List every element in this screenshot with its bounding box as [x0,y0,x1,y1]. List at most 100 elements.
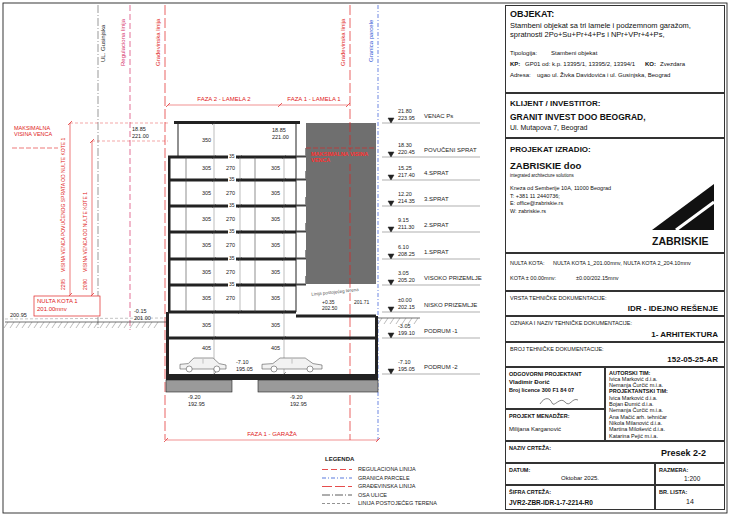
elevation-label: 192.95 [188,401,205,407]
cell-text: Martina Milošević d.i.a. [609,426,665,432]
level-elevation: 9.15 [398,217,409,223]
elevation-label: 195.05 [236,366,253,372]
note-label: VISINA VENCA OD NULTE KOTE 1 [83,192,89,272]
title-block-cell: KLIJENT / INVESTITOR:GRANIT INVEST DOO B… [505,93,725,138]
dimension-line [168,105,348,106]
cell-text: Tipologija: [510,50,537,57]
dimension-label: 305 [271,295,280,301]
ground-hatch [70,322,74,328]
ground-hatch [40,322,44,328]
title-block-cell: DATUM:Oktobar 2025. [505,463,655,485]
level-absolute: 195.05 [398,366,415,372]
dimension-line [284,157,285,374]
title-block-cell: AUTORSKI TIM:Ivica Marković d.i.a.Nemanj… [605,367,725,441]
cell-text: Bojan Đumić d.i.a. [609,401,654,407]
level-name: 3.SPRAT [424,196,449,203]
ground-hatch [384,318,388,324]
car-wheel [214,366,220,372]
line-label: Građevinska linija [340,19,347,66]
dimension-tick [238,283,242,287]
balcony-slab [296,205,306,207]
dimension-label: 35 [228,229,236,235]
title-block-cell: NAZIV CRTEŽA:Presek 2-2 [505,441,725,463]
ground-hatch [22,322,26,328]
ground-hatch [34,322,38,328]
cell-text: BR. LISTA: [659,489,687,495]
dimension-tick [90,139,94,143]
cell-text: Stambeni objekat [551,50,597,57]
title-block-cell: ODGOVORNI PROJEKTANTVladimir ĐorićBroj l… [505,367,605,409]
cell-text: W: zabriskie.rs [510,208,546,214]
dimension-label: 305 [271,216,280,222]
ground-line [378,318,420,319]
building-line [165,5,166,440]
phase-label: FAZA 1 - LAMELA 1 [287,96,340,103]
dimension-label: 305 [202,165,211,171]
dimension-tick [282,155,286,159]
dimension-tick [212,230,216,234]
cell-text: 152-05-25-AR [667,355,718,364]
zero-level-box [34,296,100,316]
ground-hatch [64,322,68,328]
ground-line [5,322,166,323]
title-block-cell: OZNAKA I NAZIV TEHNIČKE DOKUMENTACIJE:1-… [505,316,725,342]
legend-text: GRAĐEVINSKA LINIJA [358,483,415,489]
penthouse-outline [178,123,296,157]
ground-hatch [148,322,152,328]
cell-text: Stambeni objekat sa tri lamele i podzemn… [510,22,720,40]
cell-text: Ivica Marković d.i.a. [609,395,657,401]
dimension-tick [376,438,380,442]
level-line [382,259,480,260]
cell-text: KP: [510,61,520,68]
level-name: VENAC Ps [424,113,453,120]
elevation-label: 221.00 [272,134,289,140]
level-marker [388,280,394,285]
line-label: Regulaciona linija [120,19,127,66]
level-line [382,338,480,339]
cell-text: NULTA KOTA 1_201.00mnv, NULTA KOTA 2_204… [553,260,691,266]
line-label: Granica parcele [368,20,375,62]
elevation-label: -9.20 [290,394,303,400]
terrain-label: Linija postojećeg terena [310,287,360,297]
dimension-label: 305 [202,322,211,328]
street-axis [98,5,99,330]
cell-text: OBJEKAT: [510,9,554,20]
dimension-label: 35 [228,154,236,160]
elevation-label: -7.10 [236,359,249,365]
level-elevation: -3.05 [398,323,411,329]
outer-wall [168,157,171,312]
level-marker [388,201,394,206]
elevation-label: +0.35 [322,300,335,306]
basement-wall [375,316,378,380]
cell-text: ZABRISKIE doo [510,160,581,171]
title-block-cell: ŠIFRA CRTEŽA:JVR2-ZBR-IDR-1-7-2214-R0 [505,485,655,510]
legend-sample [322,503,352,504]
dimension-label: 35 [228,256,236,262]
dimension-tick [282,336,286,340]
dimension-label: 270 [226,295,235,301]
cell-text: Ul. Mutapova 7, Beograd [510,124,587,132]
ground-hatch [88,322,92,328]
dimension-tick [164,438,168,442]
ground-hatch [16,322,20,328]
cell-text: T: +381 11 2440736; [510,193,560,199]
dimension-label: 350 [202,137,211,143]
dimension-tick [212,204,216,208]
level-marker [388,118,394,123]
dimension-tick [282,283,286,287]
dimension-tick [282,230,286,234]
level-absolute: 214.35 [398,198,415,204]
dimension-label: 405 [202,345,211,351]
note-label: MAKSIMALNA VISINA VENCA [310,151,374,164]
dimension-label: 305 [202,269,211,275]
ground-hatch [94,322,98,328]
cell-text: OZNAKA I NAZIV TEHNIČKE DOKUMENTACIJE: [510,320,632,326]
extension-line [70,123,168,124]
ground-hatch [378,318,382,324]
ground-hatch [76,322,80,328]
cell-text: integrated architecture solutions [510,173,574,178]
ground-hatch [82,322,86,328]
cell-text: Oktobar 2025. [561,475,599,482]
cell-text: KLIJENT / INVESTITOR: [510,99,601,108]
cell-text: Ana Mačić arh. tehničar [609,414,667,420]
